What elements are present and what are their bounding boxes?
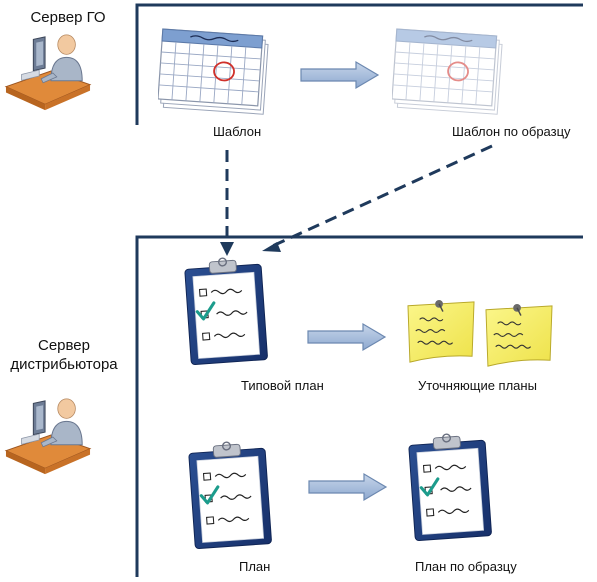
calendar-faded-group [392, 28, 504, 116]
top-frame [135, 3, 583, 125]
sticky-note-icon [407, 299, 475, 363]
clipboard-checklist-icon [188, 440, 274, 551]
dashed-arrow-diagonal [267, 144, 493, 250]
server-distributor-line2: дистрибьютора [10, 356, 118, 373]
sticky-note-icon [485, 303, 553, 367]
server-head-office-label: Сервер ГО [30, 9, 106, 26]
plan-by-sample-label: План по образцу [415, 559, 517, 574]
block-arrow-icon [307, 323, 386, 351]
computer-user-icon [5, 398, 91, 475]
computer-user-icon [5, 34, 91, 111]
calendar-icon [158, 28, 270, 116]
dashed-arrow-diagonal-head [262, 242, 281, 252]
bottom-frame [135, 235, 583, 577]
template-label: Шаблон [213, 124, 262, 139]
block-arrow-icon [300, 61, 379, 89]
server-distributor-label: Сервер дистрибьютора [0, 336, 128, 374]
standard-plan-label: Типовой план [241, 378, 324, 393]
refining-plans-label: Уточняющие планы [418, 378, 537, 393]
plan-label: План [239, 559, 271, 574]
server-distributor-line1: Сервер [37, 337, 90, 354]
block-arrow-icon [308, 473, 387, 501]
dashed-arrow-down-head [220, 242, 234, 256]
clipboard-checklist-icon [408, 432, 494, 543]
calendar-icon [392, 28, 504, 116]
clipboard-checklist-icon [184, 256, 270, 367]
template-by-sample-label: Шаблон по образцу [452, 124, 571, 139]
